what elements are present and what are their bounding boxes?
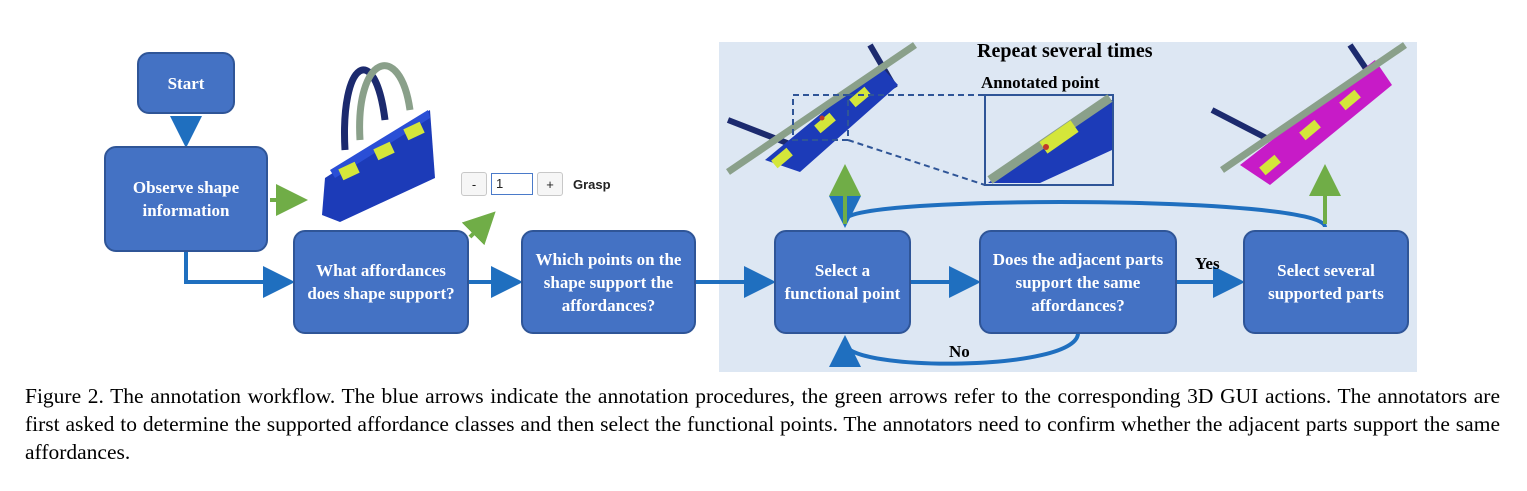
start-box: Start [137, 52, 235, 114]
gui-arrows [270, 164, 1341, 246]
affordance-label: Grasp [573, 176, 611, 192]
what-affordances-box: What affordances does shape support? [293, 230, 469, 334]
affordance-gui-widget: - 1 + Grasp [461, 171, 611, 197]
decrement-button[interactable]: - [461, 172, 487, 196]
which-points-box: Which points on the shape support the af… [521, 230, 696, 334]
select-supported-parts-box: Select several supported parts [1243, 230, 1409, 334]
no-label: No [949, 342, 970, 361]
shape-view-right [1210, 42, 1407, 185]
yes-label: Yes [1195, 254, 1220, 273]
arrow-repeat-loop [829, 195, 1327, 228]
repeat-label: Repeat several times [977, 40, 1153, 62]
annotated-point-label: Annotated point [981, 73, 1100, 92]
increment-button[interactable]: + [537, 172, 563, 196]
select-functional-point-box: Select a functional point [774, 230, 911, 334]
arrow-no-loop [829, 332, 1080, 368]
adjacent-parts-box: Does the adjacent parts support the same… [979, 230, 1177, 334]
shape-view-left [726, 42, 917, 175]
gui-arrow-affordances [461, 211, 496, 246]
handbag-illustration [322, 62, 435, 222]
flow-arrows [170, 116, 1327, 368]
arrow-observe-to-affordances [184, 252, 295, 298]
zoom-line-bottom [847, 139, 986, 186]
observe-shape-box: Observe shape information [104, 146, 268, 252]
annotated-point-inset [984, 94, 1114, 186]
figure-caption: Figure 2. The annotation workflow. The b… [25, 384, 1500, 464]
affordance-count-input[interactable]: 1 [491, 173, 533, 195]
